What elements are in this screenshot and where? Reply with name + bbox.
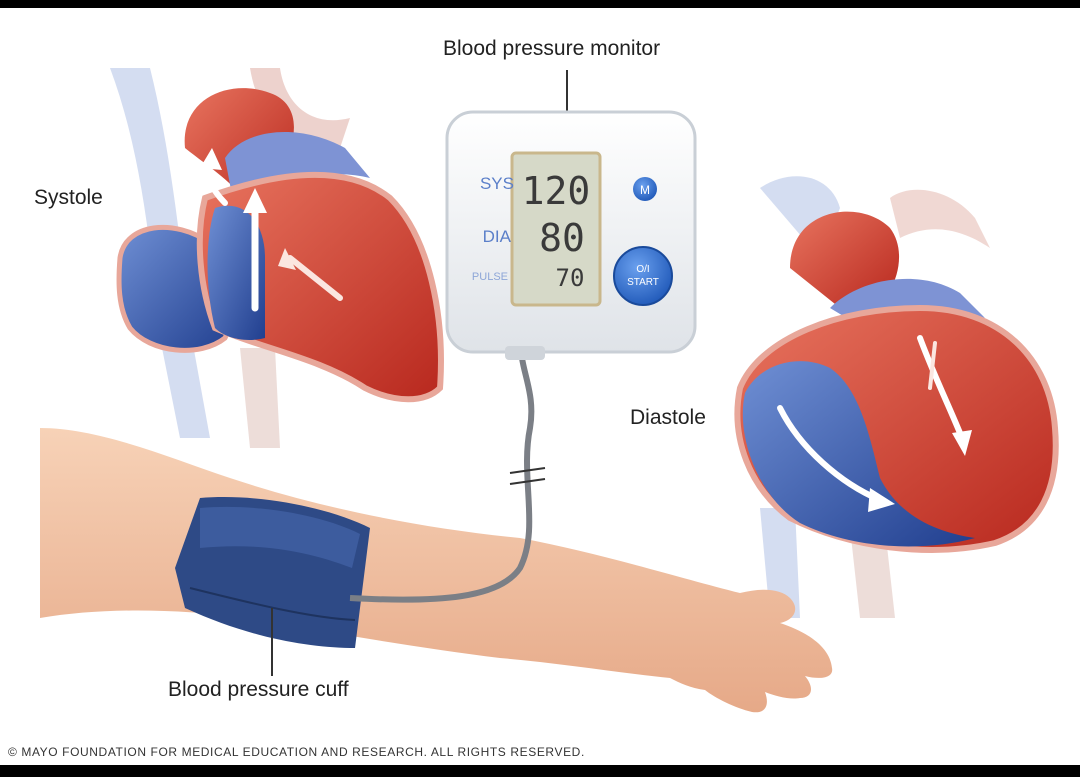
cuff-seam [189,587,356,621]
diastole-artery-bg [890,189,990,248]
systole-arrowhead-1 [243,188,267,213]
systole-descending-vessel [240,348,280,448]
arm-skin [40,428,833,713]
diagram-canvas: SYS DIA PULSE 120 80 70 M O/I START Bloo… [0,8,1080,765]
copyright-notice: © MAYO FOUNDATION FOR MEDICAL EDUCATION … [8,745,585,759]
start-button[interactable] [613,246,673,306]
diastole-right-ventricle [742,361,975,547]
diastole-flow-arrow-2 [917,335,965,441]
arm [40,357,833,713]
cuff-label: Blood pressure cuff [168,678,349,701]
diastole-arrowhead-2 [952,430,972,456]
pulse-value: 70 [556,264,585,292]
monitor-hose-port [505,346,545,360]
bp-monitor: SYS DIA PULSE 120 80 70 M O/I START [445,70,697,360]
systole-flow-arrow-3 [287,255,343,301]
cuff-highlight [200,506,360,568]
diastole-aorta [790,211,900,308]
start-button-line2: START [627,277,659,288]
hose-break-mark [509,467,546,485]
systole-label: Systole [34,186,103,209]
systole-artery-bg [250,68,350,150]
sys-value: 120 [522,169,591,213]
diastole-heart [734,176,1059,618]
diastole-flow-arrow-3 [928,341,937,390]
systole-heart [110,68,444,448]
hose [349,357,535,603]
start-button-line1: O/I [636,264,649,275]
m-button[interactable] [633,177,657,201]
systole-arrowhead-3 [278,248,296,270]
dia-value: 80 [539,216,585,260]
dia-label: DIA [483,227,512,246]
illustration: SYS DIA PULSE 120 80 70 M O/I START [40,68,1059,713]
diastole-flow-arrow-1 [777,405,883,503]
systole-arrowhead-2 [200,148,222,170]
diastole-label: Diastole [630,406,706,429]
systole-right-ventricle [207,205,265,340]
monitor-label: Blood pressure monitor [443,37,661,60]
m-button-label: M [640,183,650,197]
lcd-screen [510,151,602,307]
diastole-descending-vessel [850,528,895,618]
pulse-label: PULSE [472,271,508,283]
sys-label: SYS [480,174,514,193]
diastole-arrowhead-1 [868,488,895,512]
